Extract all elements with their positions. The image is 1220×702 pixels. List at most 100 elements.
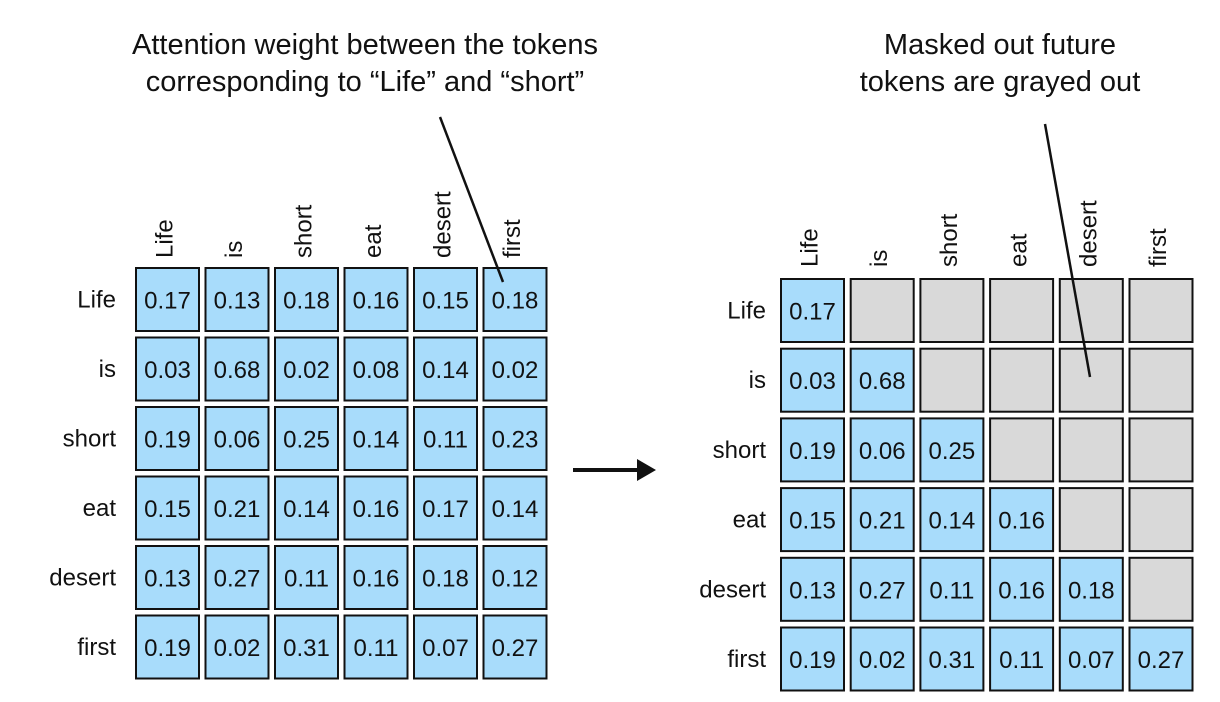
full-weight-value: 0.68 <box>214 357 261 384</box>
masked-weight-cell <box>780 556 845 622</box>
full-weight-cell <box>482 545 548 610</box>
masked-weight-cell <box>919 417 985 483</box>
masked-masked-cell <box>1128 278 1194 343</box>
full-weight-value: 0.18 <box>283 288 330 315</box>
full-weight-cell <box>274 475 339 541</box>
annotation-right-line-1: Masked out future <box>883 29 1117 61</box>
masked-weight-value: 0.15 <box>789 508 836 535</box>
full-row-label-is: is <box>99 356 116 383</box>
masked-weight-value: 0.02 <box>859 647 906 674</box>
masked-weight-cell <box>780 278 845 343</box>
full-row-label-Life: Life <box>77 287 116 314</box>
masked-weight-value: 0.27 <box>1138 647 1185 674</box>
full-weight-value: 0.17 <box>144 288 191 315</box>
full-weight-value: 0.14 <box>492 496 539 523</box>
masked-weight-value: 0.31 <box>929 647 976 674</box>
masked-row-label-first: first <box>727 646 766 673</box>
masked-weight-value: 0.25 <box>929 438 976 465</box>
annotation-left-line-2: corresponding to “Life” and “short” <box>145 66 585 98</box>
masked-masked-cell <box>1058 487 1124 553</box>
full-weight-cell <box>204 475 270 541</box>
full-weight-cell <box>274 614 339 680</box>
full-weight-value: 0.13 <box>144 566 191 593</box>
full-weight-cell <box>135 267 200 332</box>
full-weight-value: 0.27 <box>214 566 261 593</box>
full-col-label-Life: Life <box>152 219 179 258</box>
masked-masked-cell <box>1128 556 1194 622</box>
masked-weight-cell <box>1058 626 1124 692</box>
full-weight-cell <box>413 545 478 610</box>
full-weight-cell <box>413 406 478 471</box>
full-weight-cell <box>274 406 339 471</box>
masked-weight-value: 0.18 <box>1068 577 1115 604</box>
masked-masked-cell <box>1058 347 1124 413</box>
masked-weight-value: 0.27 <box>859 577 906 604</box>
full-weight-value: 0.14 <box>353 427 400 454</box>
masked-weight-value: 0.07 <box>1068 647 1115 674</box>
annotation-left-line-1: Attention weight between the tokens <box>132 29 598 61</box>
full-weight-value: 0.03 <box>144 357 191 384</box>
full-weight-cell <box>413 475 478 541</box>
masked-weight-cell <box>919 487 985 553</box>
masked-weight-cell <box>849 626 915 692</box>
full-row-label-eat: eat <box>83 495 117 522</box>
masked-col-label-is: is <box>866 250 893 267</box>
masked-row-label-desert: desert <box>699 576 766 603</box>
full-col-label-eat: eat <box>360 224 387 258</box>
annotation-pointer-line-left <box>438 116 505 283</box>
full-weight-cell <box>482 406 548 471</box>
annotation-pointer-line-right <box>1043 123 1092 378</box>
masked-col-label-Life: Life <box>797 228 824 267</box>
full-weight-cell <box>343 475 409 541</box>
full-weight-cell <box>135 545 200 610</box>
full-weight-cell <box>274 545 339 610</box>
masked-weight-value: 0.68 <box>859 368 906 395</box>
masked-masked-cell <box>1128 417 1194 483</box>
full-weight-value: 0.07 <box>422 635 469 662</box>
masked-weight-cell <box>989 556 1055 622</box>
masked-weight-value: 0.11 <box>929 577 974 604</box>
masked-col-label-first: first <box>1145 228 1172 267</box>
masked-weight-cell <box>1058 556 1124 622</box>
full-weight-cell <box>274 336 339 402</box>
full-weight-cell <box>274 267 339 332</box>
masked-weight-value: 0.06 <box>859 438 906 465</box>
full-weight-value: 0.15 <box>144 496 191 523</box>
full-row-label-short: short <box>63 426 117 453</box>
annotation-attention-weight: Attention weight between the tokens corr… <box>60 27 670 101</box>
full-weight-cell <box>204 336 270 402</box>
masked-row-label-short: short <box>713 437 767 464</box>
full-weight-value: 0.18 <box>492 288 539 315</box>
masked-weight-value: 0.13 <box>789 577 836 604</box>
masked-weight-value: 0.03 <box>789 368 836 395</box>
masked-masked-cell <box>989 417 1055 483</box>
full-weight-cell <box>413 336 478 402</box>
masked-row-label-Life: Life <box>727 298 766 325</box>
masked-row-label-eat: eat <box>733 507 767 534</box>
masked-weight-cell <box>780 347 845 413</box>
full-weight-cell <box>482 267 548 332</box>
full-weight-value: 0.14 <box>422 357 469 384</box>
masked-col-label-short: short <box>936 213 963 267</box>
full-weight-value: 0.19 <box>144 427 191 454</box>
full-weight-cell <box>204 614 270 680</box>
masked-masked-cell <box>1128 487 1194 553</box>
masked-weight-cell <box>989 487 1055 553</box>
full-weight-value: 0.02 <box>214 635 261 662</box>
masked-weight-cell <box>919 556 985 622</box>
masked-weight-cell <box>1128 626 1194 692</box>
full-weight-value: 0.31 <box>283 635 330 662</box>
masked-masked-cell <box>989 278 1055 343</box>
full-weight-value: 0.11 <box>354 635 399 662</box>
masked-weight-value: 0.19 <box>789 647 836 674</box>
masked-masked-cell <box>1058 417 1124 483</box>
masked-weight-value: 0.17 <box>789 299 836 326</box>
annotation-right-line-2: tokens are grayed out <box>859 66 1141 98</box>
masked-weight-value: 0.16 <box>998 508 1045 535</box>
full-weight-cell <box>482 614 548 680</box>
full-weight-cell <box>413 614 478 680</box>
